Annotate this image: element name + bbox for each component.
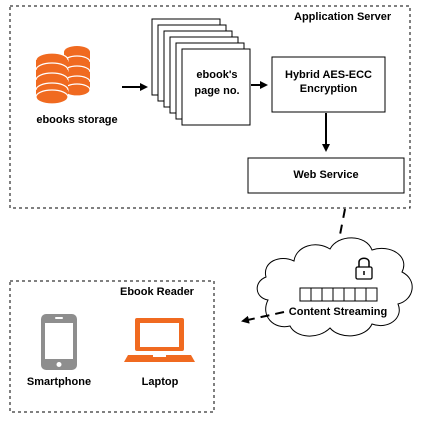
application-server-container xyxy=(9,5,411,209)
cloud-shape xyxy=(256,237,413,337)
cloud-label: Content Streaming xyxy=(288,306,388,318)
laptop-icon xyxy=(124,318,195,362)
encryption-label-line1: Hybrid AES-ECC xyxy=(285,69,372,81)
ebook-reader-container xyxy=(9,280,215,413)
encryption-box xyxy=(271,56,386,113)
pages-label-line1: ebook's xyxy=(196,69,238,81)
encryption-label-line2: Encryption xyxy=(299,83,358,95)
smartphone-icon xyxy=(41,314,77,370)
pages-label-line2: page no. xyxy=(194,85,240,97)
dashed-line-web-service-to-cloud xyxy=(337,208,346,246)
laptop-label: Laptop xyxy=(141,376,179,388)
queue-icon xyxy=(299,287,378,302)
dashed-arrow-cloud-to-reader xyxy=(241,311,285,324)
pages-stack xyxy=(151,18,251,126)
lock-icon xyxy=(355,257,373,280)
application-server-title: Application Server xyxy=(294,11,392,23)
storage-label: ebooks storage xyxy=(36,114,118,126)
ebook-reader-title: Ebook Reader xyxy=(120,286,194,298)
web-service-label: Web Service xyxy=(293,169,359,181)
web-service-box xyxy=(247,157,405,194)
smartphone-label: Smartphone xyxy=(26,376,92,388)
database-icon xyxy=(35,46,91,105)
